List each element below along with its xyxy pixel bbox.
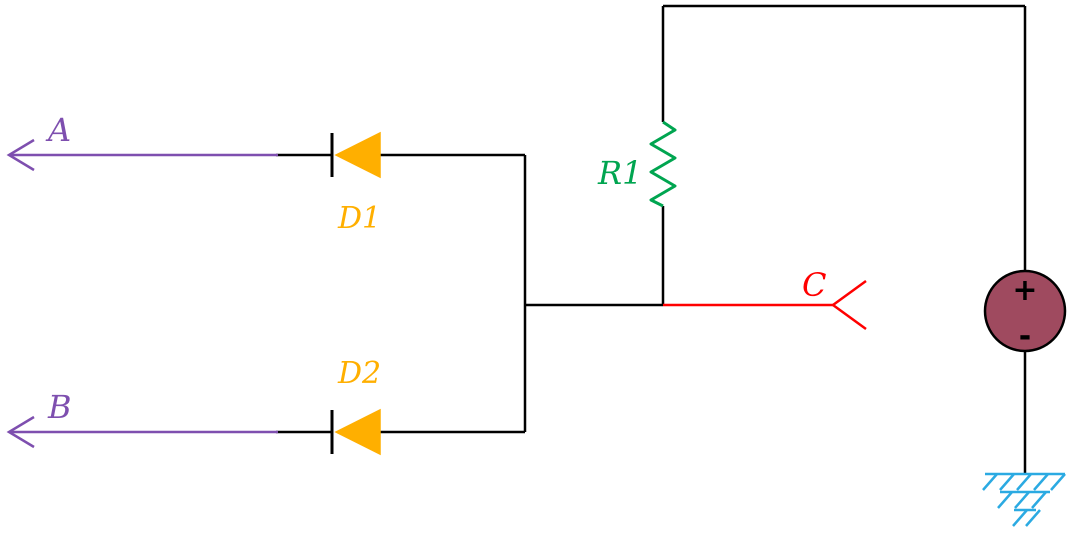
output-port-c [663, 279, 867, 331]
input-port-a [6, 138, 278, 172]
voltage-source: + - [983, 269, 1067, 354]
ground-hatch-row-3 [1012, 509, 1041, 527]
output-c-label: C [802, 266, 826, 304]
output-c-arrow-icon [830, 279, 867, 331]
diode-d1-label: D1 [337, 201, 381, 236]
input-a-arrow-icon [6, 138, 35, 172]
diode-d2-label: D2 [337, 356, 381, 391]
resistor-r1-label: R1 [597, 154, 642, 192]
diode-d2 [330, 408, 381, 456]
voltage-source-plus-sign: + [1012, 273, 1037, 308]
ground-icon [982, 472, 1066, 527]
voltage-source-minus-sign: - [1019, 319, 1031, 354]
diode-d1 [330, 131, 381, 179]
diode-d1-triangle-icon [334, 131, 381, 179]
wires [276, 4, 1027, 474]
voltage-source-body-icon [983, 269, 1067, 353]
diode-d2-triangle-icon [334, 408, 381, 456]
ground-hatch-row-1 [982, 473, 1066, 491]
input-a-label: A [45, 111, 71, 149]
ground-hatch-row-2 [997, 491, 1047, 509]
input-b-label: B [47, 388, 72, 426]
input-port-b [6, 415, 278, 449]
input-b-arrow-icon [6, 415, 35, 449]
resistor-r1-zigzag-icon [649, 120, 677, 208]
